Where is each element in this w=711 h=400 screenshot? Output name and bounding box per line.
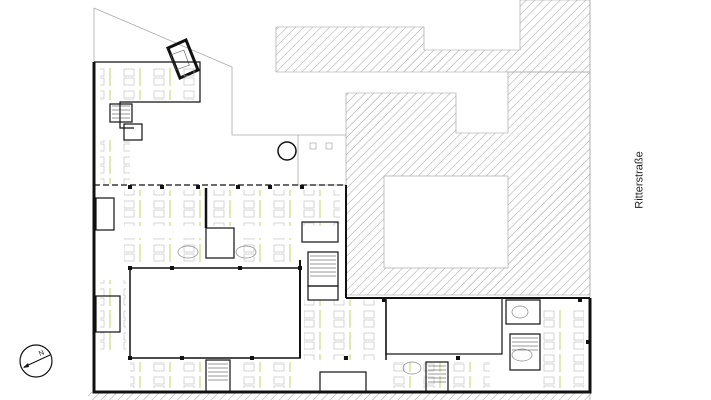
street-label-ritterstrasse: Ritterstraße <box>634 151 646 209</box>
courtyard-features <box>277 141 333 161</box>
stairs <box>112 105 538 383</box>
compass-label: N <box>38 349 46 357</box>
structural-columns <box>128 185 590 360</box>
meeting-tables <box>177 245 533 375</box>
neighbor-buildings <box>88 0 591 400</box>
service-cores <box>95 103 541 393</box>
north-arrow-icon: N <box>19 344 53 378</box>
workspace-areas <box>100 66 584 388</box>
